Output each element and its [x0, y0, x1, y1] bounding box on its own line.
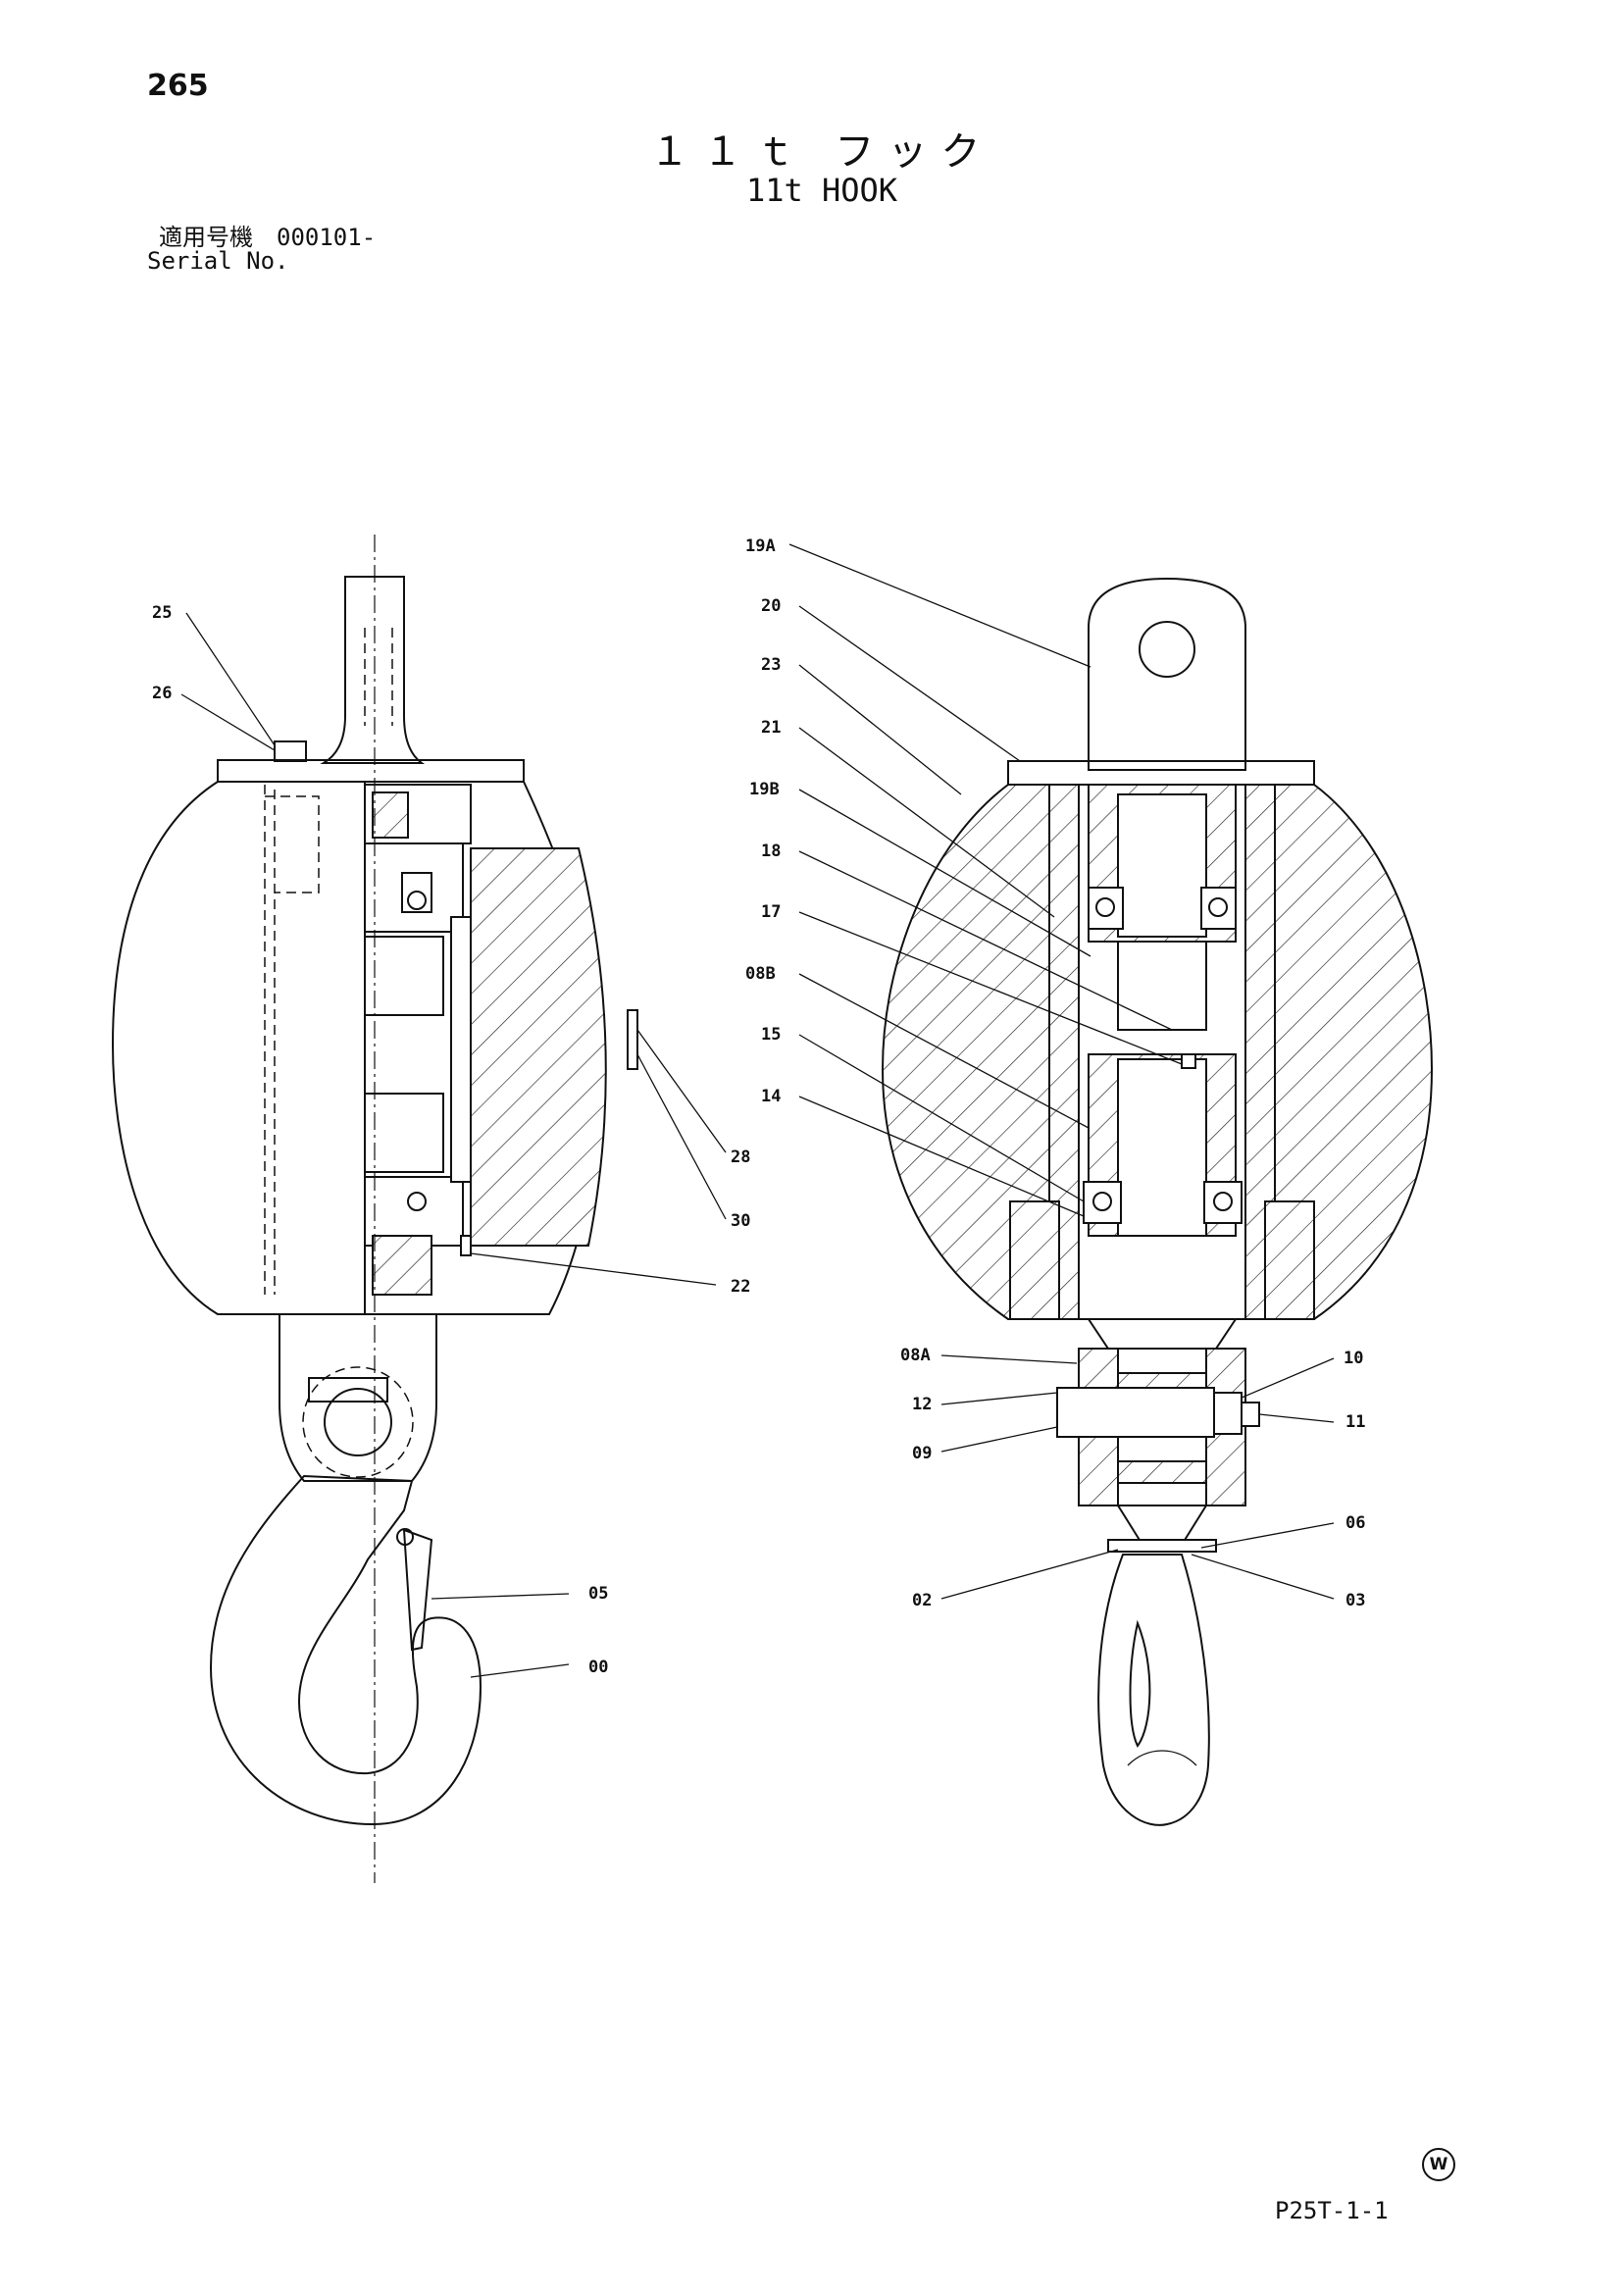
right-view [788, 543, 1434, 1826]
callout-02: 02 [912, 1591, 932, 1610]
callout-26: 26 [152, 684, 172, 703]
callout-17: 17 [761, 902, 781, 922]
callout-25: 25 [152, 603, 172, 623]
callout-09: 09 [912, 1444, 932, 1463]
callout-06: 06 [1345, 1513, 1365, 1533]
serial-label-english: Serial No. [147, 247, 289, 275]
callout-22: 22 [731, 1277, 750, 1297]
callout-15: 15 [761, 1025, 781, 1045]
drawing-code: P25T-1-1 [1275, 2197, 1389, 2224]
watermark-w-icon: W [1422, 2148, 1455, 2181]
callout-19B: 19B [749, 780, 780, 799]
left-view [111, 535, 727, 1883]
callout-08B: 08B [745, 964, 776, 984]
callout-00: 00 [588, 1658, 608, 1677]
callout-21: 21 [761, 718, 781, 738]
callout-10: 10 [1344, 1349, 1363, 1368]
callout-11: 11 [1345, 1412, 1365, 1432]
callout-05: 05 [588, 1584, 608, 1604]
callout-03: 03 [1345, 1591, 1365, 1610]
title-japanese: １１ｔ フック [649, 129, 994, 175]
callout-19A: 19A [745, 536, 776, 556]
page-number: 265 [147, 69, 209, 103]
callout-12: 12 [912, 1395, 932, 1414]
callout-20: 20 [761, 596, 781, 616]
callout-18: 18 [761, 842, 781, 861]
callout-23: 23 [761, 655, 781, 675]
callout-14: 14 [761, 1087, 781, 1106]
callout-08A: 08A [900, 1346, 931, 1365]
serial-label-japanese: 適用号機 000101- [159, 224, 377, 251]
callout-30: 30 [731, 1211, 750, 1231]
callout-28: 28 [731, 1148, 750, 1167]
title-english: 11t HOOK [745, 172, 898, 209]
